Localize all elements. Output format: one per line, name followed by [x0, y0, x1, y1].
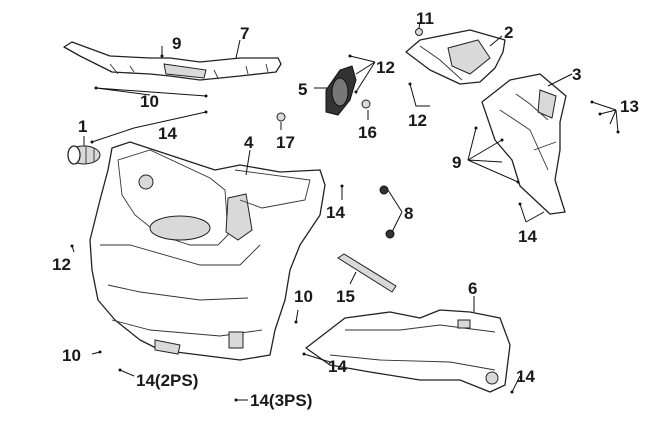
part-2-upper-cover [405, 29, 506, 85]
callout-9a: 9 [172, 34, 181, 53]
callout-4: 4 [244, 133, 254, 152]
callout-5: 5 [298, 80, 307, 99]
callout-14b: 14 [326, 203, 345, 222]
callout-12b: 12 [408, 111, 427, 130]
callout-14f: 14(2PS) [136, 371, 198, 390]
callout-14g: 14(3PS) [250, 391, 312, 410]
callout-14e: 14 [516, 367, 535, 386]
part-7-upper-trim [63, 41, 282, 81]
callout-15: 15 [336, 287, 355, 306]
part-5-bracket [325, 65, 357, 116]
callout-12a: 12 [376, 58, 395, 77]
part-11-screw [415, 28, 423, 36]
callout-2: 2 [504, 23, 513, 42]
callout-10c: 10 [62, 346, 81, 365]
callout-17: 17 [276, 133, 295, 152]
callout-7: 7 [240, 24, 249, 43]
callout-1: 1 [78, 117, 87, 136]
callout-14a: 14 [158, 124, 177, 143]
part-16-screw [361, 99, 371, 109]
callout-10a: 10 [140, 92, 159, 111]
callout-labels: 1 2 3 4 5 6 7 8 9 9 10 10 10 11 12 12 12… [52, 9, 639, 410]
part-4-inner-panel [89, 141, 326, 361]
callout-16: 16 [358, 123, 377, 142]
part-3-side-cover [481, 73, 567, 215]
callout-13: 13 [620, 97, 639, 116]
callout-14d: 14 [328, 357, 347, 376]
callout-11: 11 [416, 9, 434, 28]
callout-6: 6 [468, 279, 477, 298]
callout-14c: 14 [518, 227, 537, 246]
part-17-screw [276, 112, 286, 122]
callout-10b: 10 [294, 287, 313, 306]
part-15-strip [337, 253, 397, 293]
callout-12c: 12 [52, 255, 71, 274]
part-1-knob [67, 145, 101, 165]
callout-9b: 9 [452, 153, 461, 172]
callout-8: 8 [404, 204, 413, 223]
leader-lines [70, 21, 620, 402]
part-8-grommets [379, 185, 395, 239]
callout-3: 3 [572, 65, 581, 84]
part-6-lower-cover [305, 309, 511, 393]
